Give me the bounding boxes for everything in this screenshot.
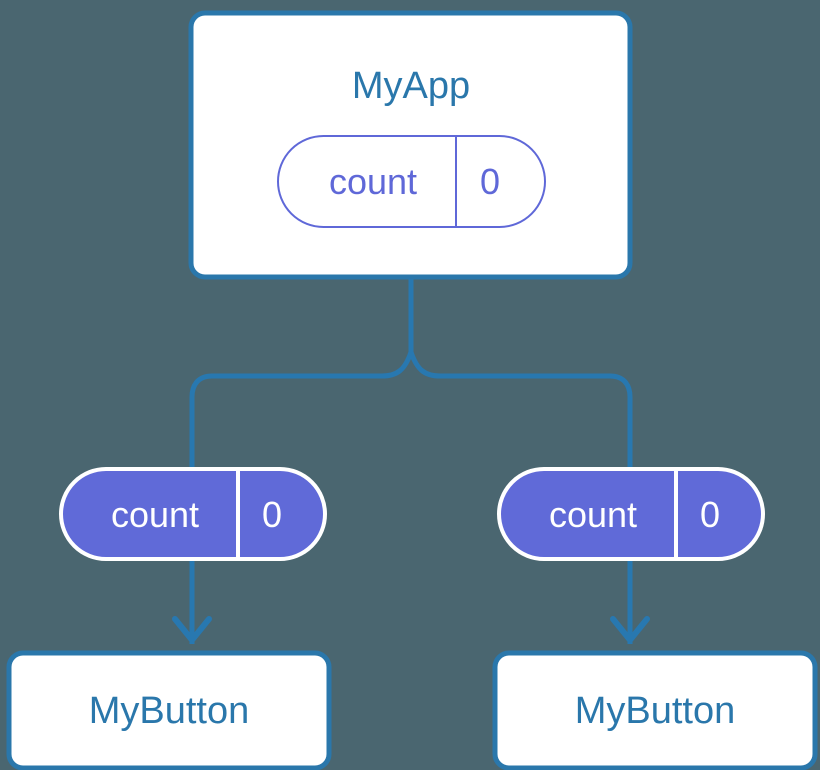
state-pill-mybutton-right-key: count xyxy=(549,494,637,535)
node-mybutton-right-label: MyButton xyxy=(575,690,736,732)
state-pill-mybutton-left-value: 0 xyxy=(262,494,282,535)
node-mybutton-left-box xyxy=(6,650,332,770)
node-myapp[interactable]: MyApp count 0 xyxy=(188,10,633,280)
state-pill-mybutton-right-value: 0 xyxy=(700,494,720,535)
arrowhead-right-icon xyxy=(610,616,650,643)
state-pill-mybutton-right-shape xyxy=(497,467,765,561)
state-pill-mybutton-left-shape xyxy=(59,467,327,561)
state-pill-mybutton-left[interactable]: count 0 xyxy=(59,467,327,561)
state-pill-mybutton-left-key: count xyxy=(111,494,199,535)
state-pill-mybutton-right[interactable]: count 0 xyxy=(497,467,765,561)
state-pill-myapp-key: count xyxy=(329,161,417,202)
state-pill-myapp-outline xyxy=(277,135,546,228)
connector-split-to-right-state xyxy=(609,373,633,470)
node-mybutton-right[interactable]: MyButton xyxy=(492,650,818,770)
node-mybutton-left[interactable]: MyButton xyxy=(6,650,332,770)
connector-layer xyxy=(172,277,650,644)
state-pill-myapp[interactable]: count 0 xyxy=(277,135,546,228)
state-pill-myapp-value: 0 xyxy=(480,161,500,202)
connector-split-right-flare xyxy=(408,351,610,379)
node-mybutton-left-label: MyButton xyxy=(89,690,250,732)
node-myapp-box xyxy=(188,10,633,280)
arrowhead-left-icon xyxy=(172,616,212,643)
connector-split-left-flare xyxy=(212,351,414,379)
node-mybutton-right-box xyxy=(492,650,818,770)
node-myapp-label: MyApp xyxy=(352,65,470,107)
connector-split-to-left-state xyxy=(189,373,213,470)
